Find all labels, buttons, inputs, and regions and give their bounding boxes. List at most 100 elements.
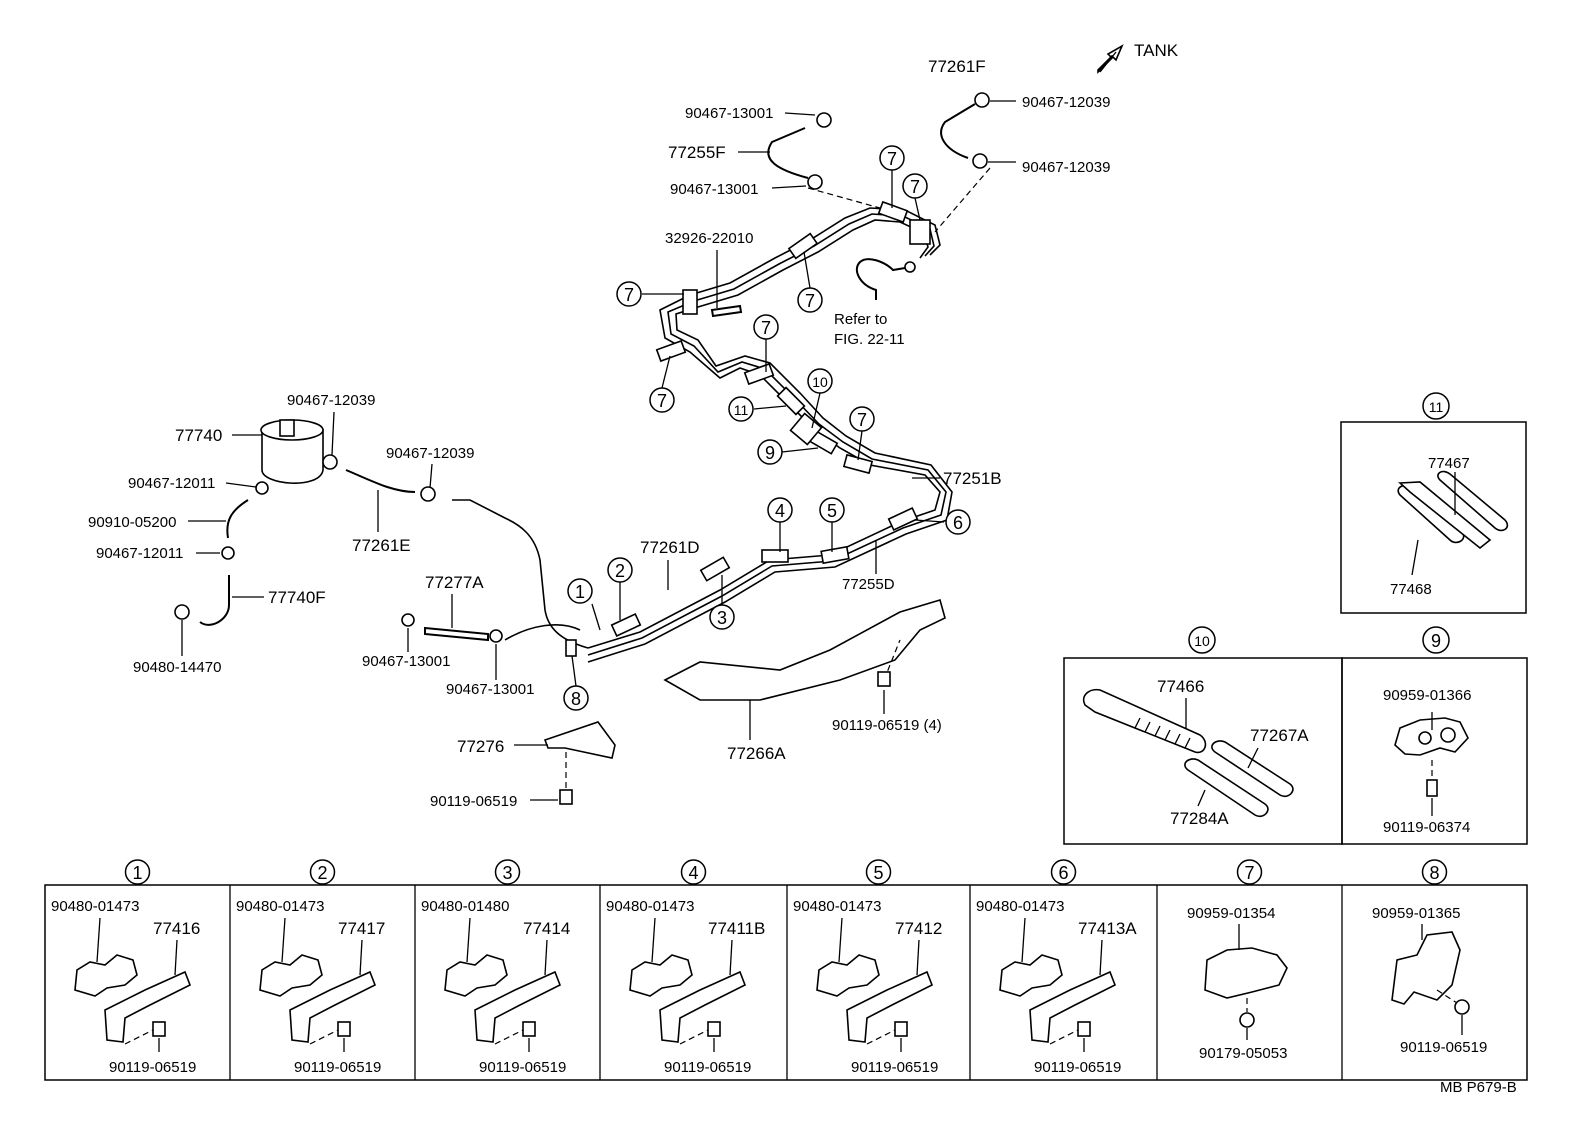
label-90467-12039-a: 90467-12039 (1022, 94, 1110, 111)
callout-9: 9 (757, 439, 819, 465)
bracket-part-label: 77416 (153, 919, 200, 938)
callout-7a: 7 (879, 145, 905, 208)
clip-shape (1391, 931, 1461, 1005)
clip-part-label: 90480-01473 (606, 898, 694, 915)
svg-text:10: 10 (812, 374, 828, 390)
bolt-part-label: 90119-06519 (1034, 1059, 1121, 1076)
hose-77261E (345, 469, 416, 493)
clamp-number-circle (680, 859, 707, 885)
label-90467-13001-d: 90467-13001 (446, 681, 534, 698)
svg-text:7: 7 (805, 291, 815, 311)
tube-protector-77267A (1211, 740, 1294, 798)
label-refer-to: Refer to (834, 311, 887, 328)
svg-text:11: 11 (734, 402, 749, 418)
bracket-77266A (663, 598, 946, 701)
bracket-shape (289, 970, 377, 1043)
callout-10: 10 (807, 368, 833, 429)
hose-clamp-icon (974, 92, 990, 108)
svg-text:9: 9 (1431, 631, 1441, 651)
grommet-icon (174, 604, 190, 620)
svg-text:5: 5 (827, 501, 837, 521)
clamp-number-circle (1421, 859, 1448, 885)
clamp-number: 8 (1429, 863, 1439, 883)
clamp-8-shape (565, 639, 577, 657)
callout-7e: 7 (753, 314, 779, 372)
label-90467-13001-a: 90467-13001 (685, 105, 773, 122)
callout-4: 4 (767, 497, 793, 552)
hose-77261F (940, 103, 976, 159)
svg-text:6: 6 (953, 513, 963, 533)
label-77468: 77468 (1390, 581, 1432, 598)
bracket-part-label: 77413A (1078, 919, 1137, 938)
callout-7b: 7 (902, 173, 928, 221)
callout-7f: 7 (649, 355, 675, 413)
hose-clamp-icon (972, 153, 988, 169)
clip-shape (259, 954, 323, 997)
callout-5: 5 (819, 497, 845, 552)
bolt-icon (522, 1021, 536, 1037)
hose-clamp-icon (807, 174, 823, 190)
label-90119-06374: 90119-06374 (1383, 819, 1470, 836)
callout-7d: 7 (797, 251, 823, 313)
callout-11: 11 (728, 396, 787, 422)
clip-shape (444, 954, 508, 997)
bolt-icon (707, 1021, 721, 1037)
clip-shape (74, 954, 138, 997)
label-90959-01366: 90959-01366 (1383, 687, 1471, 704)
callout-7g: 7 (849, 406, 875, 461)
clamp-number: 1 (132, 863, 142, 883)
bolt-icon (152, 1021, 166, 1037)
bolt-icon (1426, 779, 1438, 797)
label-90480-14470: 90480-14470 (133, 659, 221, 676)
label-90467-13001-b: 90467-13001 (670, 181, 758, 198)
clamp-number: 5 (873, 863, 883, 883)
tank-label: TANK (1134, 41, 1179, 60)
bolt-icon (1077, 1021, 1091, 1037)
label-77267A: 77267A (1250, 726, 1309, 745)
svg-text:7: 7 (761, 318, 771, 338)
bracket-part-label: 77417 (338, 919, 385, 938)
tube-protector-77466 (1082, 688, 1207, 754)
label-32926-22010: 32926-22010 (665, 230, 753, 247)
bracket-77276 (543, 721, 616, 759)
callout-1: 1 (567, 578, 601, 631)
bolt-icon (877, 671, 891, 687)
label-90119-06519-4: 90119-06519 (4) (832, 717, 942, 734)
label-77467: 77467 (1428, 455, 1470, 472)
detail-box-9: 9 90959-01366 90119-06374 (1341, 626, 1528, 845)
svg-text:3: 3 (717, 608, 727, 628)
clamp-cells: 190480-014737741690119-06519290480-01473… (51, 859, 1487, 1076)
bolt-icon (1454, 999, 1470, 1015)
label-77261F: 77261F (928, 57, 986, 76)
bracket-part-label: 77414 (523, 919, 570, 938)
callout-8: 8 (563, 655, 589, 711)
label-77277A: 77277A (425, 573, 484, 592)
bracket-shape (846, 970, 934, 1043)
hose-clamp-icon (816, 112, 832, 128)
clamp-number-circle (124, 859, 151, 885)
clamp-number: 6 (1058, 863, 1068, 883)
clip-shape (629, 954, 693, 997)
bolt-part-label: 90179-05053 (1199, 1045, 1287, 1062)
label-77740F: 77740F (268, 588, 326, 607)
clip-shape (1204, 947, 1288, 999)
svg-text:10: 10 (1194, 633, 1210, 649)
clip-part-label: 90480-01473 (976, 898, 1064, 915)
clamp-number: 4 (688, 863, 698, 883)
bracket-shape (1029, 970, 1117, 1043)
figure-code: MB P679-B (1440, 1079, 1517, 1096)
label-90467-12039-b: 90467-12039 (1022, 159, 1110, 176)
label-90467-12039-d: 90467-12039 (386, 445, 474, 462)
clamp-number-circle (1236, 859, 1263, 885)
svg-text:7: 7 (857, 410, 867, 430)
hose-77740F (199, 575, 230, 626)
callout-3: 3 (709, 575, 735, 630)
canister-77740 (260, 419, 324, 484)
bracket-part-label: 77412 (895, 919, 942, 938)
